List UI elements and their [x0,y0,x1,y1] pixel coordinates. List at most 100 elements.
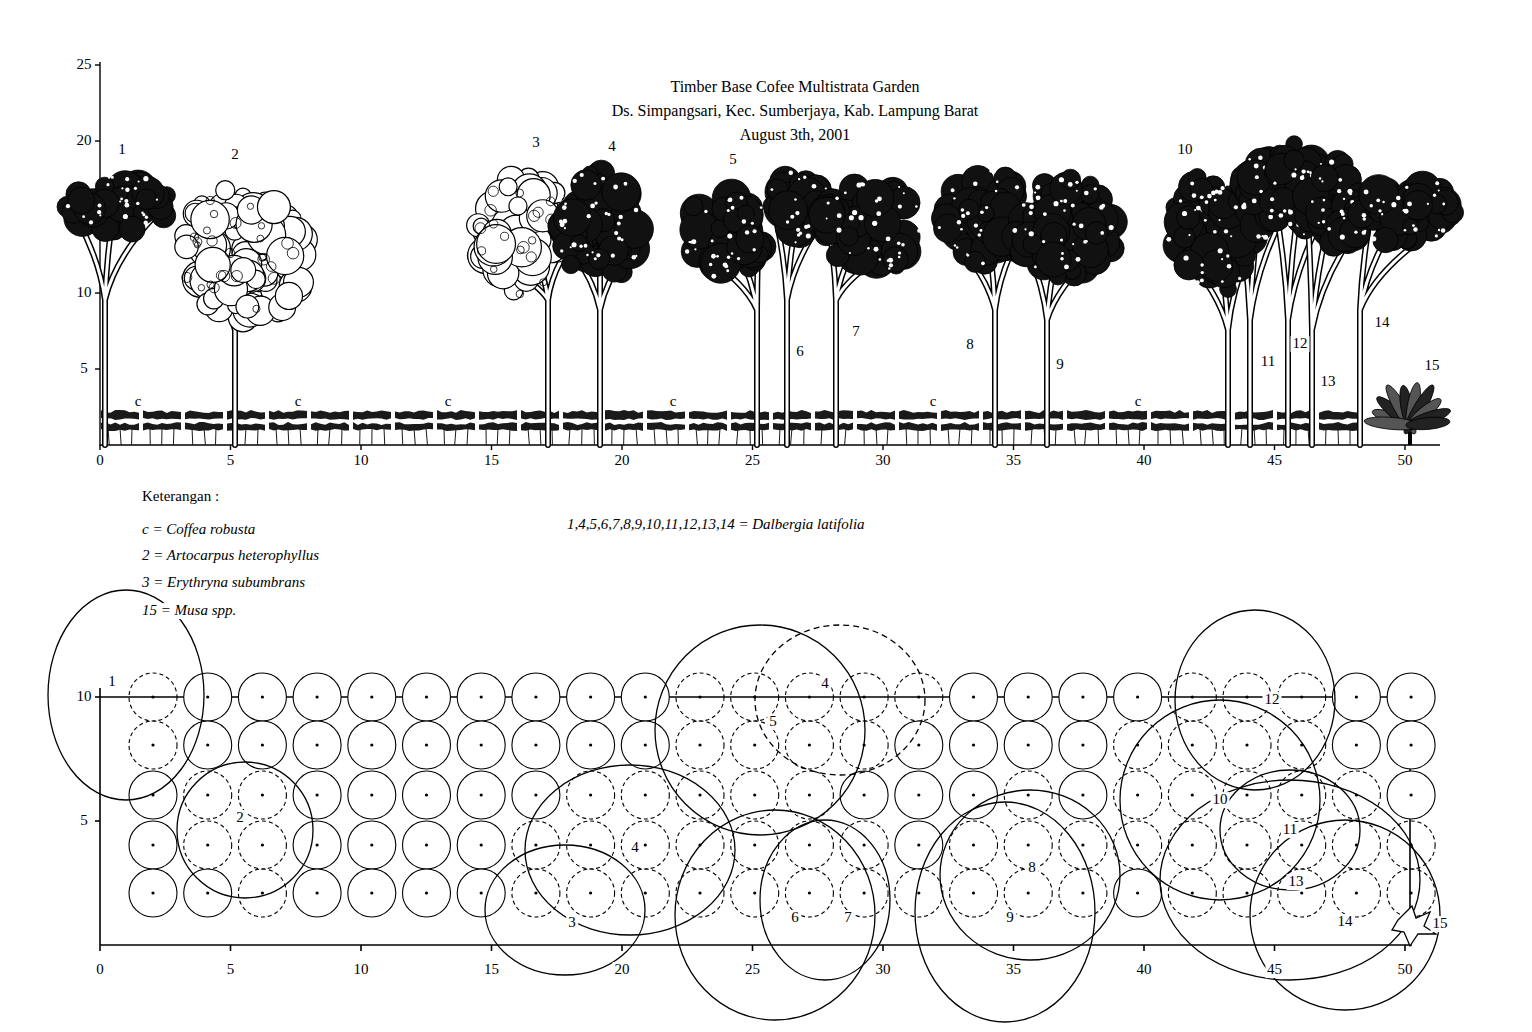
leaf-speck [1311,200,1314,203]
axis-tick-label: 10 [75,285,94,301]
coffee-stem-dot [972,891,975,894]
leaf-speck [1201,271,1204,274]
leaf-speck [635,255,637,257]
leaf-speck [1270,197,1274,201]
leaf-speck [253,305,260,312]
leaf-speck [594,201,597,204]
coffee-stem [245,428,246,445]
leaf-speck [1060,239,1063,242]
leaf-speck [1371,236,1376,241]
leaf-speck [1194,209,1196,211]
coffee-crown [1332,673,1380,721]
leaf-speck [812,184,817,189]
leaf-speck [617,236,621,240]
coffee-crown [293,721,341,769]
coffee-foliage [689,411,727,420]
coffee-crown [184,771,232,819]
coffee-crown [785,673,833,721]
leaf-speck [1270,209,1274,213]
coffee-stem [1139,428,1141,445]
coffee-stem [845,428,846,445]
coffee-shrub [689,411,727,446]
leaf-speck [125,177,129,181]
leaf-speck [794,198,797,201]
leaf-speck [723,262,728,267]
coffee-marker: c [668,394,679,410]
leaf-speck [1035,185,1040,190]
coffee-crown [293,821,341,869]
axis-tick-label: 0 [94,453,106,469]
leaf-speck [489,220,497,228]
coffee-shrub [563,410,601,445]
coffee-foliage [311,411,349,420]
coffee-foliage [1235,410,1273,420]
coffee-stem-dot [1410,743,1413,746]
leaf-speck [210,210,217,217]
coffee-crown [129,721,177,769]
leaf-speck [562,205,567,210]
coffee-stem-dot [1355,891,1358,894]
leaf-speck [1255,175,1259,179]
coffee-marker: c [443,394,454,410]
coffee-crown [1223,771,1271,819]
leaf-speck [119,200,121,202]
leaf-speck [1283,209,1287,213]
leaf-speck [193,237,202,246]
leaf-speck [1349,192,1352,195]
coffee-shrub [185,411,223,446]
coffee-crown [348,721,396,769]
leaf-speck [1214,199,1217,202]
axis-tick-label: 5 [225,962,237,978]
leaf-speck [1412,224,1415,227]
coffee-crown [1059,721,1107,769]
axis-tick [1143,945,1145,951]
leaf-speck [961,208,965,212]
coffee-crown [293,771,341,819]
coffee-crown [895,721,943,769]
coffee-stem-dot [863,695,866,698]
leaf-speck [704,210,707,213]
coffee-foliage [395,411,433,420]
coffee-stem [1212,428,1213,445]
tree-crown [1002,169,1128,286]
coffee-stem [486,428,487,445]
leaf-speck [874,247,879,252]
leaf-cluster [977,205,994,222]
leaf-cluster [1373,227,1398,252]
coffee-crown [1059,821,1107,869]
coffee-crown [567,721,615,769]
coffee-stem-dot [534,843,537,846]
leaf-speck [888,267,890,269]
leaf-speck [266,262,276,272]
coffee-stem-dot [1081,793,1084,796]
leaf-speck [1354,230,1357,233]
leaf-speck [1204,219,1207,222]
leaf-speck [231,270,242,281]
subtitle: Ds. Simpangsari, Kec. Sumberjaya, Kab. L… [610,103,981,120]
coffee-crown [1059,771,1107,819]
coffee-stem [402,428,404,445]
leaf-speck [889,263,893,267]
leaf-speck [1109,225,1114,230]
tree-crown-outline [525,765,735,935]
coffee-stem-dot [698,695,701,698]
leaf-speck [996,181,999,184]
coffee-shrub [269,410,307,445]
leaf-speck [716,255,719,258]
coffee-shrub [731,410,769,445]
leaf-speck [587,214,591,218]
leaf-speck [807,224,811,228]
leaf-speck [898,186,900,188]
coffee-crown [1168,721,1216,769]
coffee-stem [150,428,151,445]
axis-tick [230,945,232,951]
leaf-cluster [136,189,157,210]
coffee-crown [1387,721,1435,769]
coffee-stem-dot [1245,793,1248,796]
tree-number: 4 [819,676,831,692]
coffee-crown [1223,869,1271,917]
coffee-stem-dot [370,743,373,746]
leaf-speck [182,272,192,282]
tree-number: 12 [1263,692,1282,708]
leaf-speck [1343,217,1345,219]
